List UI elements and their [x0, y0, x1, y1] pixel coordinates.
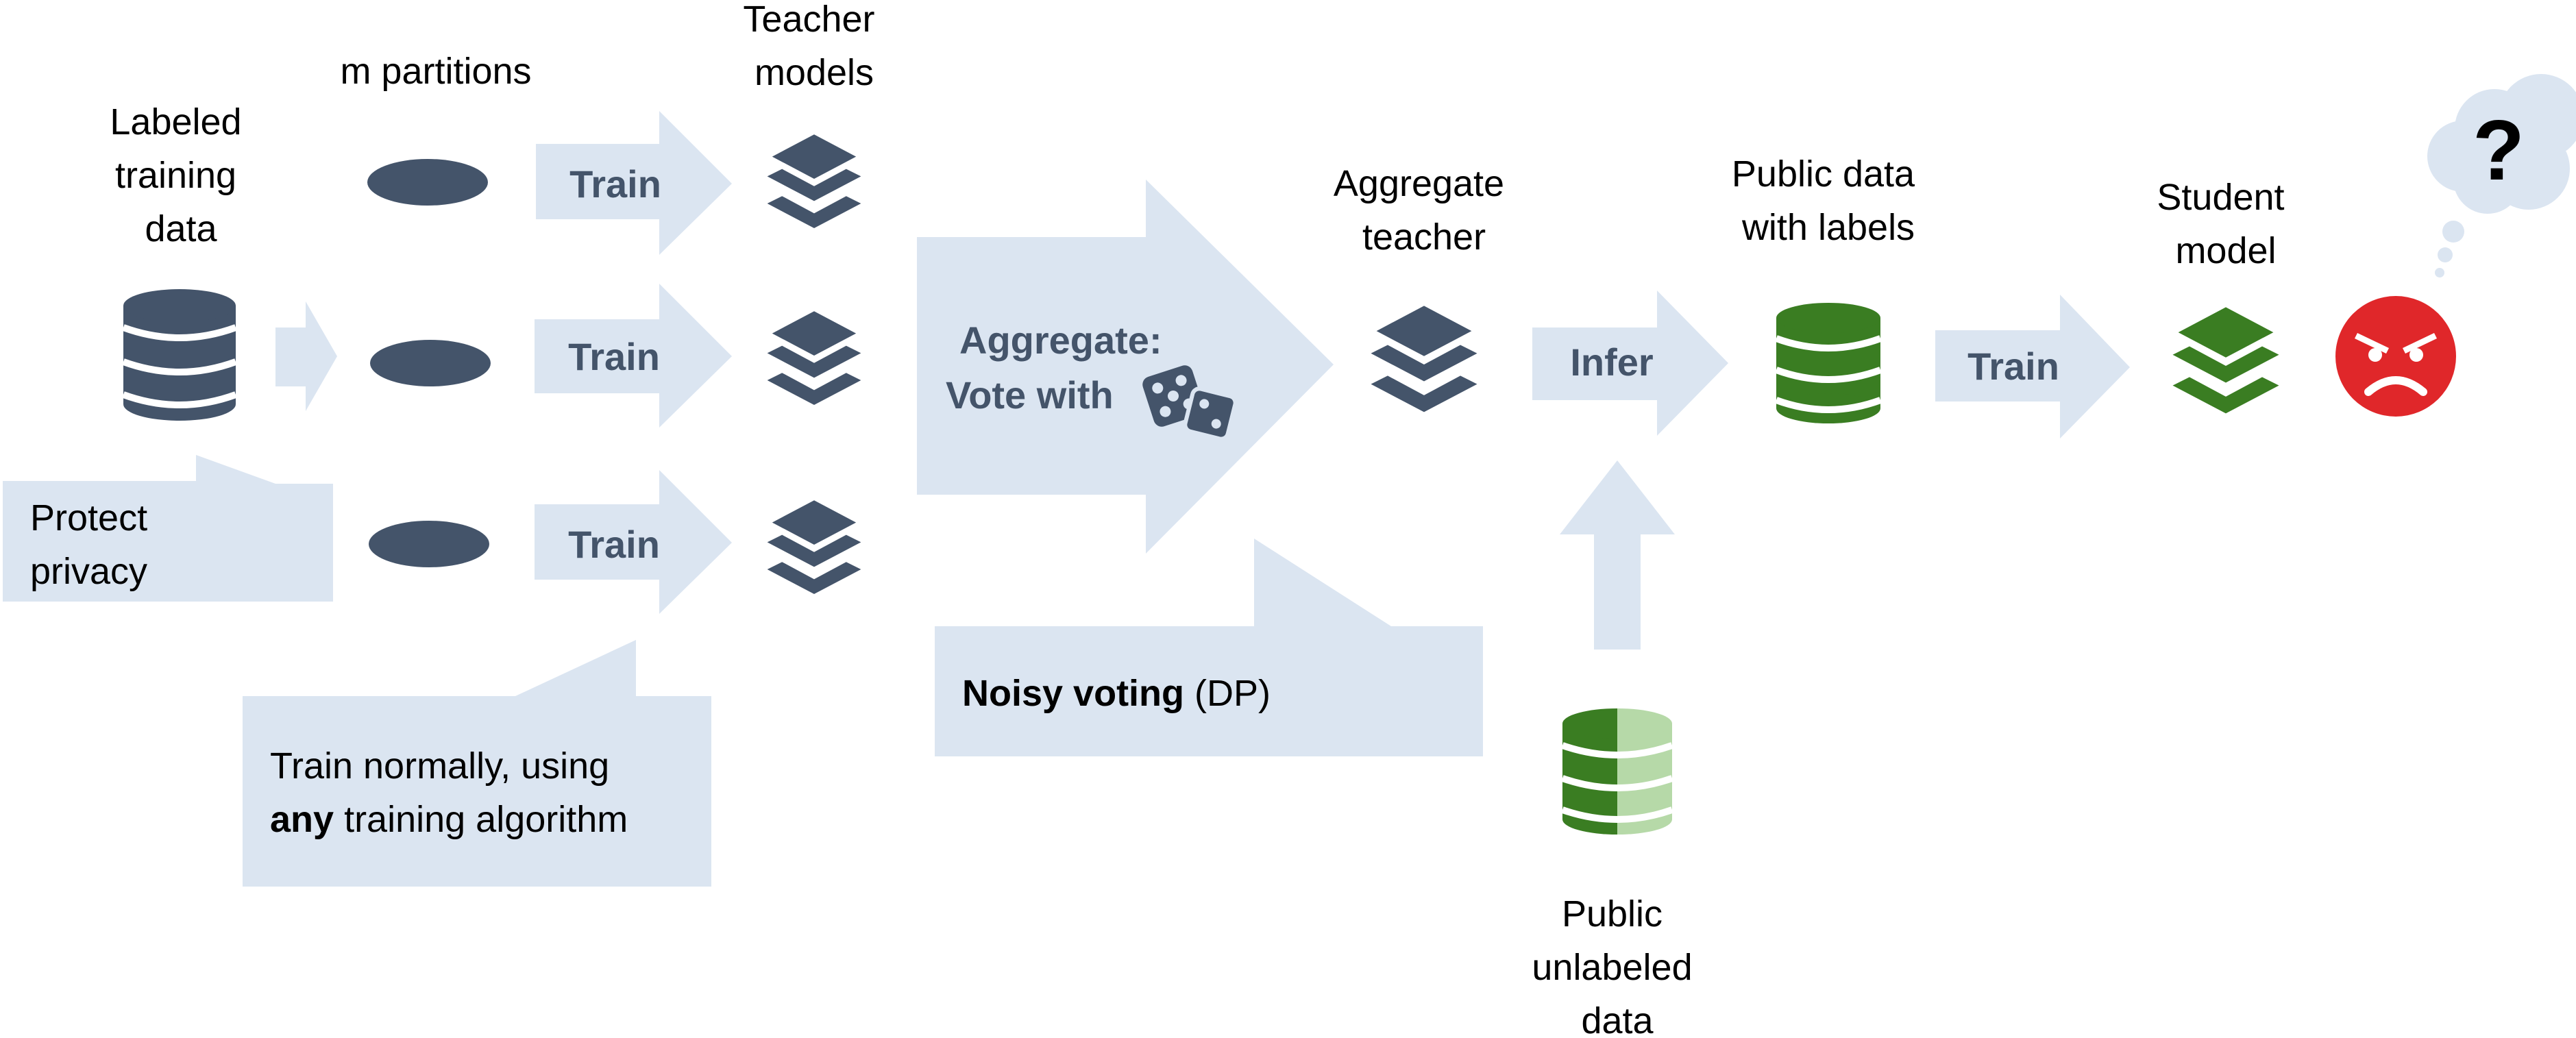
aggregate-arrow — [917, 180, 1334, 554]
layers-stack-icon — [1371, 306, 1477, 412]
layers-stack-icon — [2172, 307, 2279, 414]
database-icon — [1775, 303, 1882, 423]
label-public-unlabeled-data: Public unlabeled data — [1532, 893, 1702, 1038]
train-normally-text-line2: any training algorithm — [270, 799, 628, 840]
train-arrow-3-label: Train — [568, 523, 660, 566]
infer-arrow — [1532, 291, 1728, 436]
database-icon — [1561, 708, 1673, 835]
label-labeled-training-data: Labeled training data — [110, 101, 252, 249]
protect-privacy-callout — [3, 455, 333, 602]
thought-icon — [2427, 74, 2576, 277]
icons-layer — [122, 134, 2456, 835]
label-student-model: Student model — [2157, 177, 2294, 271]
split-arrow — [275, 301, 337, 411]
partition-ellipse-icon — [369, 521, 489, 567]
text-layer: Labeled training data m partitions Teach… — [30, 0, 2525, 1038]
train-normally-text-line1: Train normally, using — [270, 745, 609, 787]
layers-stack-icon — [767, 500, 861, 594]
noisy-voting-callout — [935, 539, 1483, 756]
aggregate-arrow-label-line2: Vote with — [946, 373, 1114, 417]
train-arrow-2 — [535, 284, 732, 428]
protect-privacy-text: Protect privacy — [30, 497, 158, 592]
train-arrow-2-label: Train — [568, 335, 660, 378]
layers-stack-icon — [767, 134, 861, 228]
partition-ellipse-icon — [370, 340, 491, 386]
label-teacher-models: Teacher models — [743, 0, 885, 93]
layers-stack-icon — [767, 311, 861, 405]
train-normally-callout — [243, 640, 711, 887]
train-arrow-3 — [535, 470, 732, 614]
dice-icon — [1142, 365, 1238, 441]
train-student-arrow — [1935, 295, 2130, 438]
angry-face-icon — [2335, 296, 2456, 417]
label-aggregate-teacher: Aggregate teacher — [1334, 163, 1514, 258]
train-arrow-1 — [536, 111, 732, 255]
up-arrow — [1560, 460, 1675, 650]
train-arrow-1-label: Train — [569, 162, 661, 206]
train-student-arrow-label: Train — [1967, 345, 2059, 388]
label-public-data-with-labels: Public data with labels — [1732, 153, 1925, 248]
arrows-layer — [3, 74, 2576, 887]
noisy-voting-text: Noisy voting (DP) — [962, 673, 1271, 714]
partition-ellipse-icon — [367, 159, 488, 206]
infer-arrow-label: Infer — [1570, 341, 1653, 384]
thought-question-mark: ? — [2473, 103, 2525, 198]
label-m-partitions: m partitions — [340, 51, 531, 92]
database-icon — [122, 289, 237, 421]
aggregate-arrow-label-line1: Aggregate: — [959, 319, 1162, 362]
